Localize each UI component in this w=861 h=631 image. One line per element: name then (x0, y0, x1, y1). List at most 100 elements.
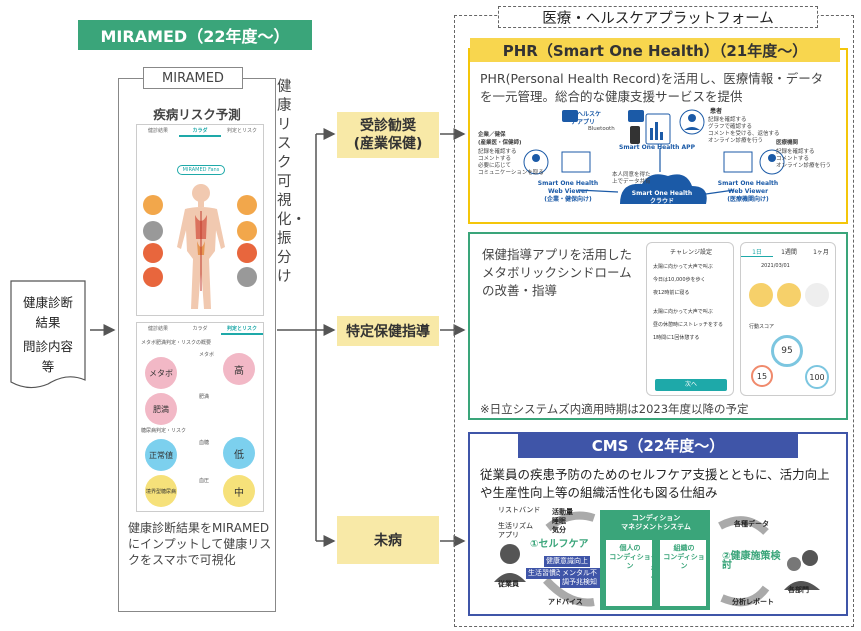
low-level-circle: 低 (223, 437, 255, 469)
metabo-level-circle: 高 (223, 353, 255, 385)
app-label: Smart One Health APP (619, 144, 695, 151)
risk-result-screen: 健診結果 カラダ 判定とリスク メタボ肥満判定・リスクの概要 メタボ メタボ 高… (136, 322, 264, 512)
obesity-label: 肥満 (199, 394, 210, 400)
policy-label: ②健康施策検討 (722, 551, 781, 571)
company-sub-label: (産業医・保健師) (478, 140, 522, 146)
kidney-organ-icon[interactable] (237, 221, 257, 241)
liver-organ-icon[interactable] (237, 195, 257, 215)
selfcare-item-1: 健康意識向上 (544, 556, 590, 567)
wearable-app-label: 生活リズム アプリ (498, 522, 533, 539)
diabetes-section-title: 糖尿病判定・リスク (141, 428, 187, 434)
eye-organ-icon[interactable] (143, 221, 163, 241)
app-tag: 個人ヘルスケアアプリ (564, 111, 601, 126)
viewer-company-label: Smart One Health Web Viewer (企業・健保向け) (537, 180, 599, 203)
document-shape (10, 280, 86, 389)
report-label: 分析レポート (732, 598, 774, 606)
tab-month[interactable]: 1ヶ月 (813, 249, 829, 256)
score-main: 95 (771, 335, 803, 367)
company-item-3: 必要に応じて (478, 163, 512, 169)
hospital-item-1: 記録を確認する (776, 149, 815, 155)
risk-result-tabs: 健診結果 カラダ 判定とリスク (137, 323, 263, 335)
score-label: 行動スコア (749, 324, 775, 330)
health-guidance-description: 保健指導アプリを活用したメタボリックシンドロームの改善・指導 (482, 247, 633, 298)
tab-body-2[interactable]: カラダ (192, 326, 208, 332)
challenge-item-6[interactable]: 1時間に1回休憩する (653, 335, 700, 341)
tab-results[interactable]: 健診結果 (147, 128, 168, 134)
tab-day[interactable]: 1日 (741, 247, 773, 257)
challenge-item-4[interactable]: 太陽に向かって大声で叫ぶ (653, 309, 713, 315)
bluetooth-label: Bluetooth (588, 126, 615, 132)
borderline-risk-circle: 境界型糖尿病 (145, 475, 177, 507)
selfcare-item-3: メンタル不調予兆検知 (560, 568, 600, 588)
challenge-bubble-1 (749, 283, 773, 307)
company-item-1: 記録を確認する (478, 149, 517, 155)
body-map-tabs: 健診結果 カラダ 判定とリスク (137, 125, 263, 137)
challenge-item-2[interactable]: 今日は10,000歩を歩く (653, 277, 706, 283)
score-sub-2: 100 (805, 365, 829, 389)
miramed-panel-title: MIRAMED (143, 67, 243, 89)
cms-diagram (494, 510, 820, 610)
pressure-label: 血圧 (199, 478, 210, 484)
route-specific-health-guidance: 特定保健指導 (337, 316, 439, 346)
heart-organ-icon[interactable] (143, 243, 163, 263)
route-mibyo: 未病 (337, 516, 439, 564)
challenge-bubble-3 (805, 283, 829, 307)
company-label: 企業／健保 (478, 132, 506, 138)
brain-organ-icon[interactable] (143, 195, 163, 215)
viewer-hospital-label: Smart One Health Web Viewer (医療機関向け) (717, 180, 779, 203)
body-map-screen: 健診結果 カラダ 判定とリスク MIRAMED Fans (136, 124, 264, 316)
lung-organ-icon[interactable] (143, 267, 163, 287)
score-tabs: 1日 1週間 1ヶ月 (741, 247, 837, 257)
patient-item-4: オンライン診療を行う (708, 138, 764, 144)
selfcare-label: ①セルフケア (530, 539, 589, 550)
selfcare-item-2: 生活習慣改善 (526, 568, 572, 579)
tab-week[interactable]: 1週間 (781, 249, 797, 256)
challenge-bubble-2 (777, 283, 801, 307)
challenge-screen: チャレンジ設定 太陽に向かって大声で叫ぶ 今日は10,000歩を歩く 夜12時前… (646, 242, 734, 396)
wristband-label: リストバンド (498, 506, 541, 514)
advice-label: アドバイス (548, 598, 583, 606)
risk-prediction-title: 疾病リスク予測 (153, 107, 241, 122)
data-label: 各種データ (734, 520, 769, 528)
miramed-banner: MIRAMED（22年度～） (78, 20, 312, 50)
patient-item-2: グラフで確認する (708, 124, 753, 130)
metabo-label: メタボ (199, 352, 215, 358)
route-consultation-recommendation: 受診勧奨 (産業保健) (337, 112, 439, 158)
doc-line-3: 問診内容 (22, 339, 73, 354)
joint-organ-icon[interactable] (237, 267, 257, 287)
challenge-list: 太陽に向かって大声で叫ぶ 今日は10,000歩を歩く 夜12時前に寝る 太陽に向… (653, 261, 731, 345)
glucose-label: 血糖 (199, 440, 210, 446)
cms-title: CMS（22年度～） (518, 432, 798, 458)
next-button[interactable]: 次へ (655, 379, 727, 391)
department-label: 各部門 (788, 586, 809, 594)
score-sub-1: 15 (751, 365, 773, 387)
hospital-item-2: コメントする (776, 156, 810, 162)
visualization-vertical-label: 健康リスク可視化・振分け (277, 79, 306, 285)
hospital-label: 医療機関 (776, 140, 799, 146)
company-item-2: コメントする (478, 156, 512, 162)
body-figure (177, 184, 225, 309)
visualization-label: 可視化 (651, 556, 658, 582)
doc-line-1: 健康診断 (22, 295, 73, 310)
org-condition-label: 組織の コンディション (663, 544, 705, 570)
tab-risk[interactable]: 判定とリスク (226, 128, 257, 134)
platform-title: 医療・ヘルスケアプラットフォーム (498, 6, 818, 28)
tab-risk-2[interactable]: 判定とリスク (221, 323, 263, 335)
health-guidance-panel (468, 232, 848, 420)
challenge-item-1[interactable]: 太陽に向かって大声で叫ぶ (653, 264, 713, 270)
deployment-note: ※日立システムズ内適用時期は2023年度以降の予定 (480, 402, 749, 416)
hospital-item-3: オンライン診療を行う (776, 163, 832, 169)
miramed-description: 健康診断結果をMIRAMEDにインプットして健康リスクをスマホで可視化 (128, 521, 272, 567)
input-document: 健康診断 結果 問診内容 等 (10, 280, 86, 392)
normal-risk-circle: 正常値 (145, 439, 177, 471)
stomach-organ-icon[interactable] (237, 243, 257, 263)
doc-line-4: 等 (41, 359, 55, 374)
cloud-label: Smart One Health クラウド (631, 190, 693, 205)
tab-results-2[interactable]: 健診結果 (147, 326, 168, 332)
challenge-item-3[interactable]: 夜12時前に寝る (653, 290, 690, 296)
tab-body[interactable]: カラダ (179, 125, 221, 137)
patient-item-1: 記録を確認する (708, 117, 747, 123)
challenge-item-5[interactable]: 昼の休憩時にストレッチをする (653, 322, 724, 328)
personal-condition-label: 個人の コンディション (609, 544, 651, 570)
